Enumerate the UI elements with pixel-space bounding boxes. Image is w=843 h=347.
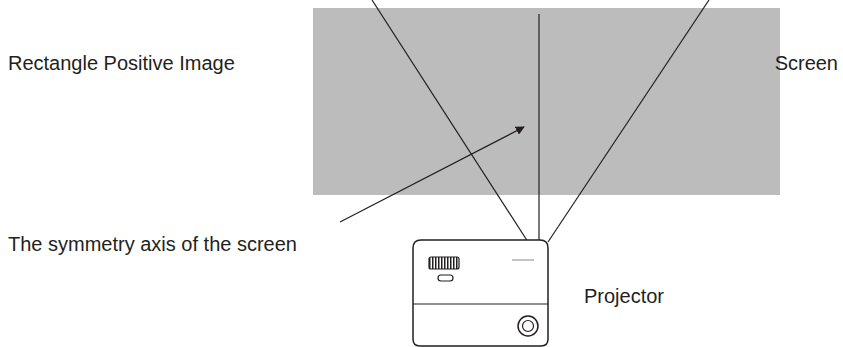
projector: [413, 240, 548, 346]
screen: [313, 8, 780, 195]
axis-label: The symmetry axis of the screen: [8, 232, 297, 256]
leader-line: [340, 127, 524, 222]
screen-label: Screen: [775, 51, 838, 75]
image-label: Rectangle Positive Image: [8, 51, 235, 75]
projection-rays: [372, 0, 709, 242]
projector-label: Projector: [584, 284, 664, 308]
